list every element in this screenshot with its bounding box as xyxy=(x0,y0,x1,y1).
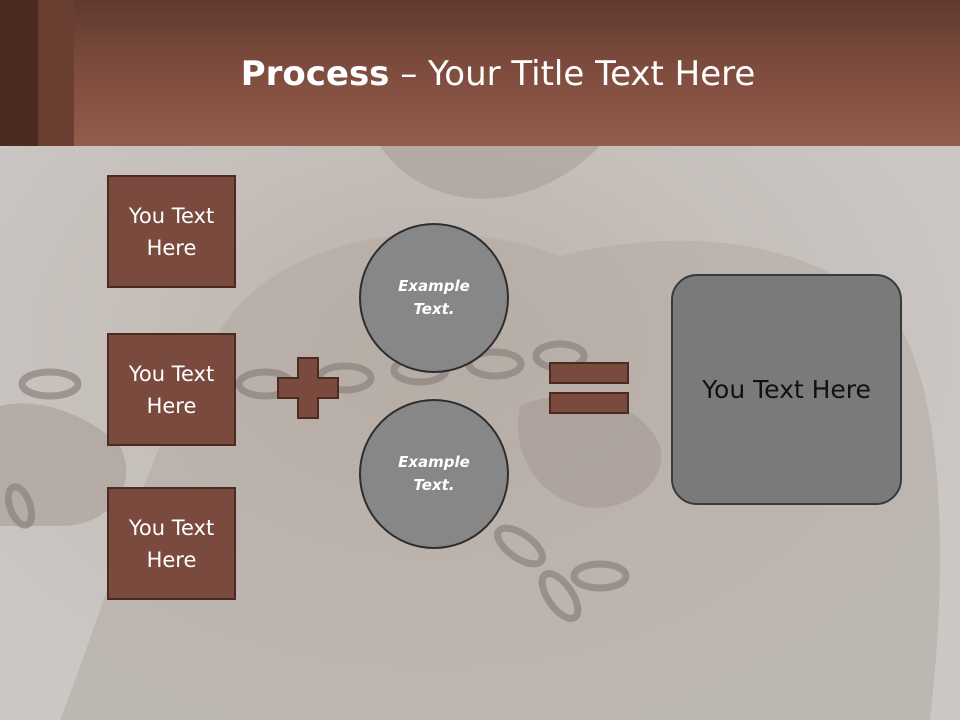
input-box-2-label: You Text Here xyxy=(128,361,215,418)
title-bold: Process xyxy=(240,54,390,94)
header-band: Process – Your Title Text Here xyxy=(0,0,960,146)
plus-icon xyxy=(277,357,339,419)
header-accent xyxy=(38,0,74,146)
header-accent-dark xyxy=(0,0,38,146)
input-box-1-label: You Text Here xyxy=(128,203,215,260)
example-circle-1-label: Example Text. xyxy=(398,277,470,318)
input-box-3-label: You Text Here xyxy=(128,515,215,572)
input-box-2[interactable]: You Text Here xyxy=(107,333,236,446)
slide-title[interactable]: Process – Your Title Text Here xyxy=(74,52,922,96)
example-circle-2-label: Example Text. xyxy=(398,453,470,494)
equals-icon xyxy=(549,362,629,414)
result-box[interactable]: You Text Here xyxy=(671,274,902,505)
result-box-label: You Text Here xyxy=(702,375,871,404)
input-box-3[interactable]: You Text Here xyxy=(107,487,236,600)
input-box-1[interactable]: You Text Here xyxy=(107,175,236,288)
example-circle-2[interactable]: Example Text. xyxy=(359,399,509,549)
title-rest: – Your Title Text Here xyxy=(389,54,756,94)
example-circle-1[interactable]: Example Text. xyxy=(359,223,509,373)
